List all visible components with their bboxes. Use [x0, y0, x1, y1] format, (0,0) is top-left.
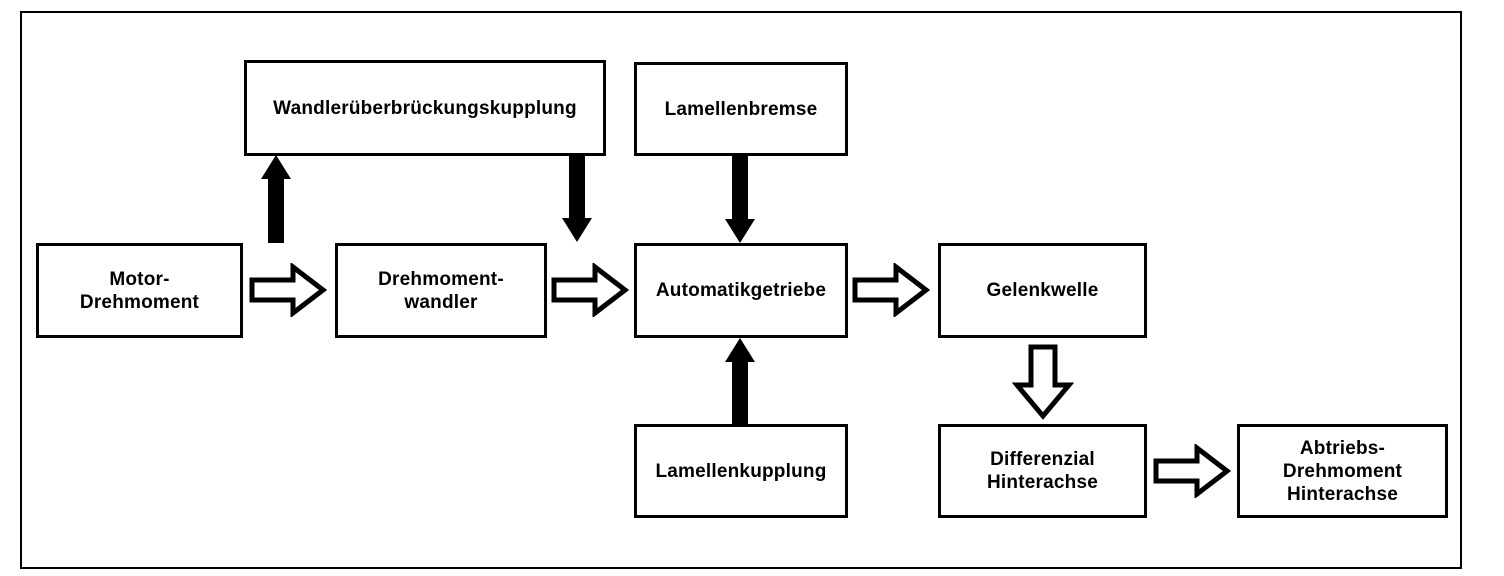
node-label: Abtriebs-	[1299, 437, 1386, 459]
node-label: Hinterachse	[987, 472, 1098, 493]
outline-right-arrow-differenzial-to-abtriebs-drehmoment	[1153, 444, 1231, 498]
node-label: Drehmoment	[79, 291, 200, 313]
diagram-frame	[20, 11, 1462, 569]
node-lamellenkupplung: Lamellenkupplung	[634, 424, 848, 518]
node-label: Lamellenkupplung	[655, 460, 827, 482]
node-label: Wandlerüberbrückungskupplung	[273, 97, 577, 119]
node-label: Automatikgetriebe	[655, 280, 827, 301]
node-motor-drehmoment: Motor- Drehmoment	[36, 243, 243, 338]
node-label: Gelenkwelle	[986, 280, 1099, 301]
outline-right-arrow-drehmomentwandler-to-automatikgetriebe	[551, 263, 629, 317]
solid-down-arrow-lamellenbremse-to-automatikgetriebe	[725, 156, 755, 243]
node-label: Differenzial	[990, 449, 1095, 470]
node-label: Hinterachse	[1287, 483, 1398, 505]
solid-down-arrow-wandlerueberbrueckungskupplung-to-automatikgetriebe	[562, 156, 592, 242]
node-drehmomentwandler: Drehmoment- wandler	[335, 243, 547, 338]
node-label: Drehmoment	[1282, 460, 1403, 482]
outline-down-arrow-gelenkwelle-to-differenzial-hinterachse	[1012, 344, 1074, 420]
solid-up-arrow-drehmomentwandler-to-wandlerueberbrueckungskupplung	[261, 155, 291, 243]
node-differenzial-hinterachse: Differenzial Hinterachse	[938, 424, 1147, 518]
node-label: Motor-	[109, 268, 170, 290]
node-gelenkwelle: Gelenkwelle	[938, 243, 1147, 338]
node-lamellenbremse: Lamellenbremse	[634, 62, 848, 156]
solid-up-arrow-lamellenkupplung-to-automatikgetriebe	[725, 338, 755, 424]
node-label: wandler	[404, 291, 478, 313]
node-abtriebs-drehmoment-hinterachse: Abtriebs- Drehmoment Hinterachse	[1237, 424, 1448, 518]
node-automatikgetriebe: Automatikgetriebe	[634, 243, 848, 338]
node-label: Lamellenbremse	[664, 98, 818, 120]
outline-right-arrow-automatikgetriebe-to-gelenkwelle	[852, 263, 930, 317]
node-wandlerueberbrueckungskupplung: Wandlerüberbrückungskupplung	[244, 60, 606, 156]
outline-right-arrow-motor-to-drehmomentwandler	[249, 263, 327, 317]
node-label: Drehmoment-	[378, 268, 504, 290]
